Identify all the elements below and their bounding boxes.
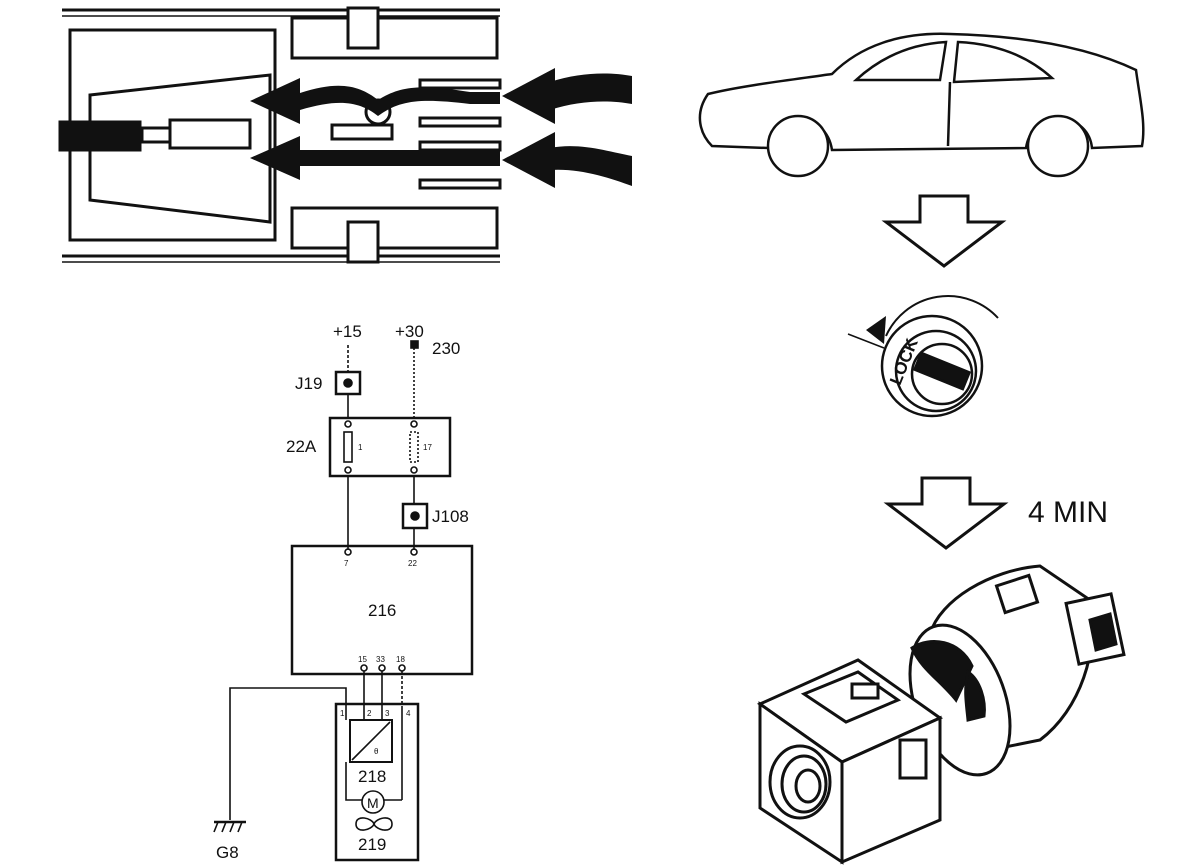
airflow-arrows <box>250 68 632 188</box>
delay-label: 4 MIN <box>1028 496 1108 529</box>
car-icon <box>698 32 1145 178</box>
motor-symbol: M <box>367 795 379 811</box>
fan-pin-2: 2 <box>367 709 372 718</box>
supply-battery-label: +30 <box>395 322 424 341</box>
fan-controller-label: 218 <box>358 767 386 786</box>
delay-relay-component-illustration <box>756 564 1126 865</box>
fan-motor-label: 219 <box>358 835 386 854</box>
battery-ref-label: 230 <box>432 339 460 358</box>
supply-ignition-label: +15 <box>333 322 362 341</box>
fuse-box-label: 22A <box>286 437 317 456</box>
junction-ignition-label: J19 <box>295 374 322 393</box>
fan-pin-4: 4 <box>406 709 411 718</box>
ignition-lock-icon <box>847 295 999 418</box>
sequence-arrow-down-2 <box>883 476 1009 550</box>
ecu-pin-33: 33 <box>376 655 385 664</box>
fan-pin-1: 1 <box>340 709 345 718</box>
sensor-symbol: θ <box>374 747 379 756</box>
ecu-pin-18: 18 <box>396 655 405 664</box>
junction-battery-label: J108 <box>432 507 469 526</box>
fan-pin-3: 3 <box>385 709 390 718</box>
sequence-arrow-down-1 <box>881 194 1007 268</box>
ecu-pin-15: 15 <box>358 655 367 664</box>
fuse-left-number: 1 <box>358 443 363 452</box>
fuse-right-number: 17 <box>423 443 432 452</box>
ground-label: G8 <box>216 843 239 862</box>
ecu-pin-7: 7 <box>344 559 349 568</box>
wiring-schematic <box>213 340 474 862</box>
airflow-duct-illustration <box>58 6 502 264</box>
ecu-pin-22: 22 <box>408 559 417 568</box>
ecu-label: 216 <box>368 601 396 620</box>
